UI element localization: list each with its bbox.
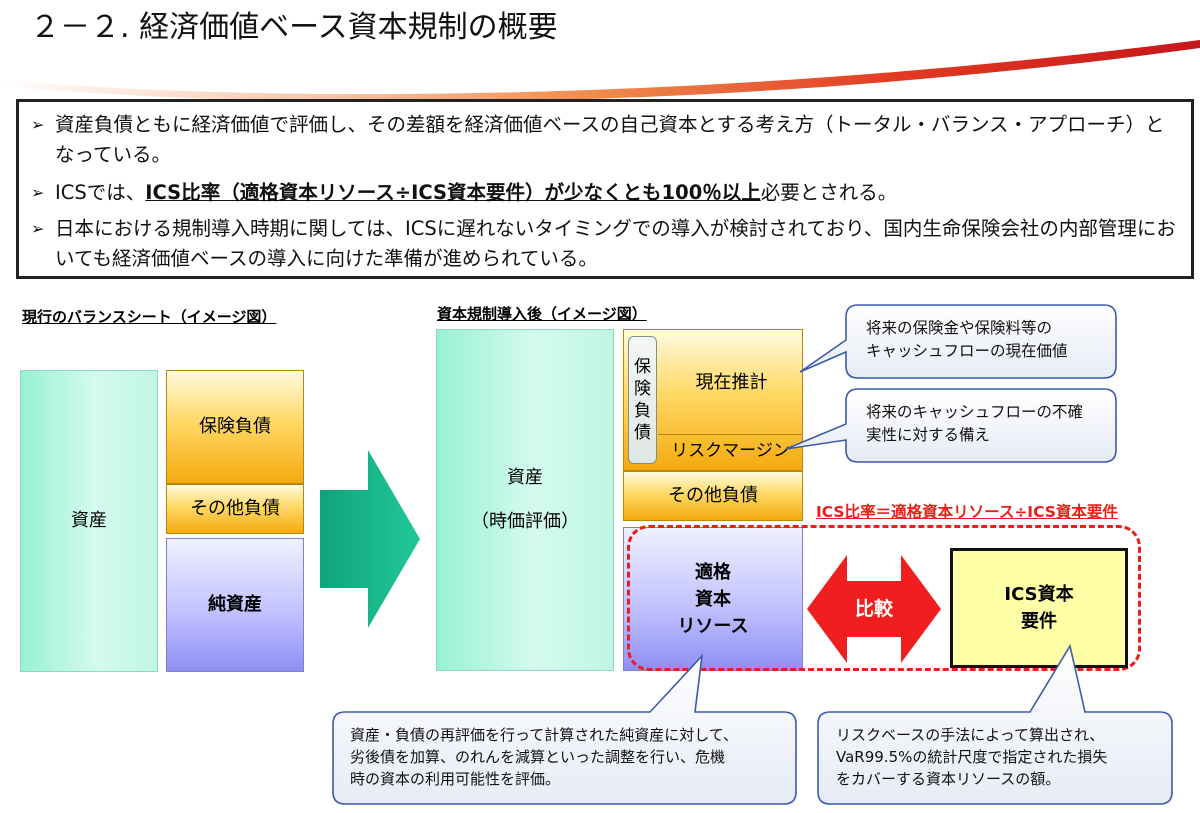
ics-requirement-label-line2: 要件: [1021, 611, 1057, 632]
compare-double-arrow-icon: [807, 555, 941, 663]
vertical-char: 債: [634, 423, 651, 443]
callout-line: リスクベースの手法によって算出され、: [836, 726, 1105, 744]
callout-line: をカバーする資本リソースの額。: [836, 770, 1061, 788]
summary-bullet-3: ➢ 日本における規制導入時期に関しては、ICSに遅れないタイミングでの導入が検討…: [29, 214, 1179, 274]
current-estimate-callout: 将来の保険金や保険料等の キャッシュフローの現在価値: [866, 317, 1068, 363]
current-estimate-label: 現在推計: [695, 372, 768, 393]
post-other-liabilities-label: その他負債: [668, 485, 758, 506]
current-other-liabilities-label: その他負債: [190, 498, 280, 519]
current-net-assets-label: 純資産: [208, 594, 262, 615]
callout-line: 実性に対する備え: [866, 426, 991, 444]
summary-bullet-2-emphasis: ICS比率（適格資本リソース÷ICS資本要件）が少なくとも100％以上: [145, 181, 761, 204]
current-net-assets-box: 純資産: [166, 538, 304, 672]
summary-bullet-2-suffix: 必要とされる。: [760, 181, 898, 204]
callout-line: 劣後債を加算、のれんを減算といった調整を行い、危機: [350, 748, 726, 766]
summary-box: ➢ 資産負債ともに経済価値で評価し、その差額を経済価値ベースの自己資本とする考え…: [16, 99, 1194, 279]
risk-margin-label: リスクマージン: [658, 434, 803, 468]
summary-bullet-1-text: 資産負債ともに経済価値で評価し、その差額を経済価値ベースの自己資本とする考え方（…: [55, 113, 1165, 166]
eligible-capital-callout: 資産・負債の再評価を行って計算された純資産に対して、 劣後債を加算、のれんを減算…: [350, 724, 738, 790]
summary-bullet-3-text: 日本における規制導入時期に関しては、ICSに遅れないタイミングでの導入が検討され…: [55, 217, 1176, 270]
bullet-arrow-icon: ➢: [31, 219, 45, 238]
summary-bullet-2-prefix: ICSでは、: [55, 181, 146, 204]
post-other-liabilities-box: その他負債: [623, 471, 803, 521]
current-assets-label: 資産: [71, 510, 107, 531]
summary-bullet-2: ➢ ICSでは、ICS比率（適格資本リソース÷ICS資本要件）が少なくとも100…: [29, 178, 1179, 208]
bullet-arrow-icon: ➢: [31, 183, 45, 202]
ics-requirement-label-line1: ICS資本: [1004, 584, 1074, 605]
insurance-liabilities-vertical-label: 保 険 負 債: [628, 336, 657, 464]
compare-label: 比較: [854, 598, 893, 620]
ics-capital-requirement-box: ICS資本 要件: [950, 548, 1128, 668]
vertical-char: 保: [634, 357, 651, 377]
ics-ratio-formula: ICS比率＝適格資本リソース÷ICS資本要件: [816, 503, 1118, 521]
eligible-capital-label-line2: 資本: [695, 588, 731, 610]
callout-line: 時の資本の利用可能性を評価。: [350, 770, 561, 788]
current-balance-sheet-label: 現行のバランスシート（イメージ図）: [22, 308, 277, 326]
current-other-liabilities-box: その他負債: [166, 484, 304, 534]
callout-line: キャッシュフローの現在価値: [866, 342, 1068, 360]
title-underline-swoosh: [0, 40, 1200, 103]
current-assets-box: 資産: [20, 370, 158, 672]
callout-line: 資産・負債の再評価を行って計算された純資産に対して、: [350, 726, 739, 744]
vertical-char: 険: [634, 379, 651, 399]
current-insurance-liabilities-label: 保険負債: [199, 416, 271, 437]
summary-bullet-1: ➢ 資産負債ともに経済価値で評価し、その差額を経済価値ベースの自己資本とする考え…: [29, 110, 1179, 170]
transition-arrow-icon: [320, 450, 420, 628]
post-assets-label: 資産: [507, 467, 543, 488]
bullet-arrow-icon: ➢: [31, 115, 45, 134]
eligible-capital-label-line1: 適格: [695, 561, 731, 583]
post-regulation-label: 資本規制導入後（イメージ図）: [437, 305, 647, 323]
page-title: ２－２. 経済価値ベース資本規制の概要: [30, 10, 558, 45]
callout-line: VaR99.5%の統計尺度で指定された損失: [836, 748, 1108, 766]
post-assets-valuation-label: （時価評価）: [471, 511, 579, 532]
current-insurance-liabilities-box: 保険負債: [166, 370, 304, 484]
vertical-char: 負: [634, 401, 651, 421]
eligible-capital-box: 適格 資本 リソース: [623, 527, 803, 671]
eligible-capital-label-line3: リソース: [677, 615, 749, 637]
callout-line: 将来のキャッシュフローの不確: [866, 403, 1084, 421]
ics-requirement-callout: リスクベースの手法によって算出され、 VaR99.5%の統計尺度で指定された損失…: [836, 724, 1107, 790]
risk-margin-callout: 将来のキャッシュフローの不確 実性に対する備え: [866, 401, 1083, 447]
post-assets-box: 資産 （時価評価）: [436, 329, 614, 671]
callout-line: 将来の保険金や保険料等の: [866, 319, 1053, 337]
ics-ratio-dashed-frame: [627, 525, 1141, 671]
